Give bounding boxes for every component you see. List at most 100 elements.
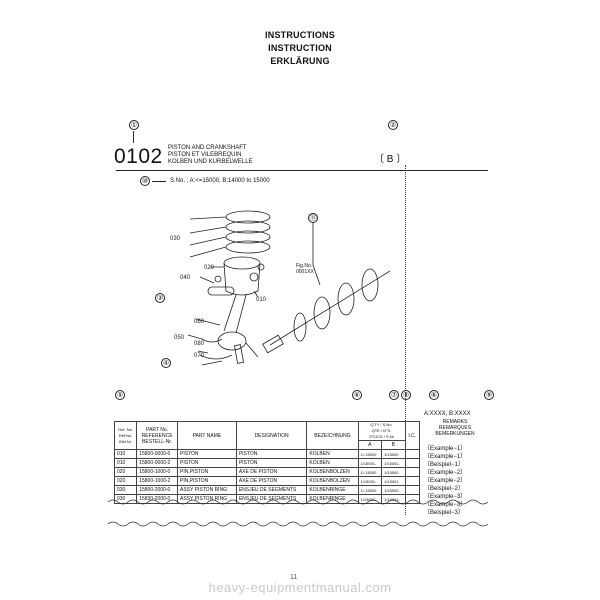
marker-10: ⑩ [140,176,150,186]
col-bezeichnung: BEZEICHNUNG [306,421,359,450]
cell-ref: 030 [113,494,138,504]
cell-ref: 010 [113,458,138,468]
cell-qty-a: 1/15001- [357,476,383,486]
cell-ref: 020 [113,467,138,477]
col-part-no: PART No. REFERENCE BESTELL-Nr. [136,421,179,450]
col-designation: DESIGNATION [235,421,308,450]
callout-050: 050 [174,335,185,341]
serial-arrow [152,181,166,182]
marker-1: ① [129,120,139,130]
cell-qty-a: 1/-15000 [357,485,383,495]
marker-6b: ⑥ [429,390,439,400]
remarks-column: 〔Example−1〕〔Example−1〕〔Beispiel−1〕〔Examp… [424,445,466,517]
cell-ic [404,449,421,459]
marker-9: ⑨ [484,390,494,400]
group-code: 〔 B 〕 [374,154,407,165]
cell-part-name: PISTON [177,458,237,468]
cell-part-no: 15800-1000-0 [136,467,179,477]
remarks-note: A:XXXX, B:XXXX [424,411,471,417]
group-title-en: PISTON AND CRANKSHAFT [168,145,247,151]
marker-5: ⑤ [115,390,125,400]
cell-part-name: PISTON [177,449,237,459]
cell-qty-b: 1/15000 [381,485,406,495]
remark-item: 〔Example−1〕 [424,446,467,452]
cell-part-no: 15800-0000-2 [136,458,179,468]
header-line1: INSTRUCTIONS [265,30,335,40]
callout-060: 060 [194,319,205,325]
table-header-row: Ref. No. Réf.No. Bild Nr. PART No. REFER… [113,421,421,450]
page-number: 11 [290,574,298,581]
callout-020: 020 [204,265,215,271]
cell-qty-b: 1/15001 [381,476,406,486]
marker-8: ⑧ [401,390,411,400]
col-qty-b: B [381,440,406,450]
cell-qty-a: 1/-15000 [357,449,383,459]
break-lines [108,499,488,527]
col-qty-a: A [357,440,383,450]
cell-qty-b: 1/15000 [381,449,406,459]
cell-ref: 030 [113,485,138,495]
remark-item: 〔Example−2〕 [424,470,467,476]
group-number: 0102 [114,145,163,168]
remark-item: 〔Example−3〕 [424,502,467,508]
cell-bezeichnung: KOLBENRINGE [306,485,359,495]
cell-part-name: PIN,PISTON [177,476,237,486]
col-ref: Ref. No. Réf.No. Bild Nr. [113,421,138,450]
cell-bezeichnung: KOLBENBOLZEN [306,467,359,477]
remarks-header: REMARKS REMARQUES BEMERKUNGEN [435,419,475,437]
cell-part-name: PIN,PISTON [177,467,237,477]
header-line2: INSTRUCTION [268,43,332,53]
cell-designation: PISTON [235,458,308,468]
cell-qty-b: 1/15000 [381,467,406,477]
remark-item: 〔Example−3〕 [424,494,467,500]
callout-030: 030 [170,236,181,242]
callout-070: 070 [194,353,205,359]
fig-ref: Fig.No. 0001XX [296,263,314,275]
marker-3: ③ [155,293,165,303]
serial-note: S.No. ; A:<=15000, B:14000 to 15000 [170,178,270,184]
remark-item: 〔Beispiel−1〕 [424,462,464,468]
callout-010: 010 [256,297,267,303]
remark-item: 〔Example−1〕 [424,454,467,460]
marker-4: ④ [161,358,171,368]
marker-6: ⑥ [352,390,362,400]
cell-ref: 010 [113,449,138,459]
callout-040: 040 [180,275,191,281]
header-line3: ERKLÄRUNG [270,56,330,66]
cell-qty-a: 1/15001- [357,458,383,468]
cell-qty-a: 1/-15000 [357,467,383,477]
remark-item: 〔Beispiel−3〕 [424,510,464,516]
callout-080: 080 [194,341,205,347]
cell-bezeichnung: KOLBEN [306,458,359,468]
group-title-fr: PISTON ET VILEBREQUIN [168,152,242,158]
col-part-name: PART NAME [177,421,237,450]
marker-2: ② [388,120,398,130]
cell-part-no: 15800-2000-0 [136,485,179,495]
remark-item: 〔Beispiel−2〕 [424,486,464,492]
cell-ic [404,467,421,477]
title-rule [116,170,488,171]
col-ic: I.C. [404,421,421,450]
remark-item: 〔Example−2〕 [424,478,467,484]
cell-ref: 020 [113,476,138,486]
cell-designation: ENSJEU DE SEGMENTS [235,485,308,495]
col-qty: Q'TY / S.No. QTE / N°S. STÜCK / S.Nr [357,421,406,441]
cell-bezeichnung: KOLBENBOLZEN [306,476,359,486]
parts-diagram: 030 020 040 010 060 050 080 070 [170,210,391,366]
watermark: heavy-equipmentmanual.com [208,580,392,595]
cell-designation: PISTON [235,449,308,459]
cell-part-no: 15800-0000-0 [136,449,179,459]
cell-part-no: 15800-1000-2 [136,476,179,486]
group-title-de: KOLBEN UND KURBELWELLE [168,159,253,165]
marker-7: ⑦ [389,390,399,400]
parts-table: Ref. No. Réf.No. Bild Nr. PART No. REFER… [113,421,421,504]
cell-ic [404,458,421,468]
cell-qty-b: 1/15001- [381,458,406,468]
cell-designation: AXE DE PISTON [235,467,308,477]
marker-11: ⑪ [308,213,318,223]
cell-ic [404,494,421,504]
